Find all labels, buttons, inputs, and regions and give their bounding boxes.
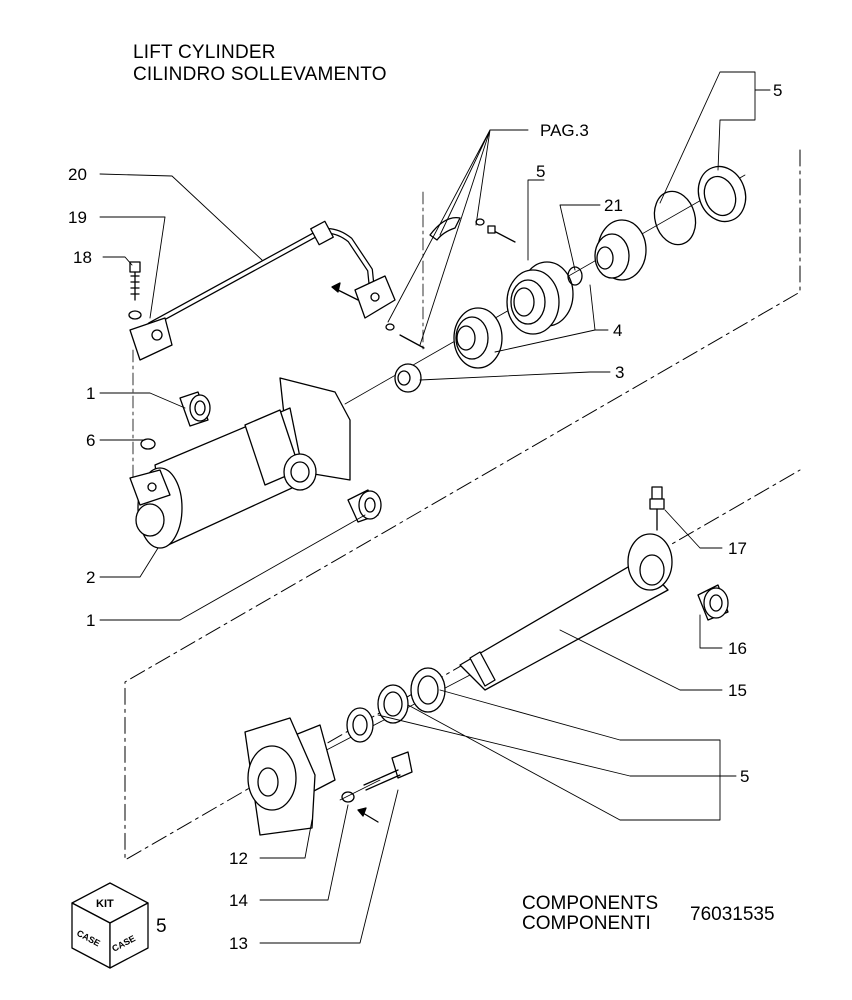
part-13-bolt bbox=[363, 751, 413, 791]
part-1-bushing-a bbox=[179, 391, 211, 427]
part-5-seals-lower bbox=[346, 667, 446, 743]
part-19-washer bbox=[128, 310, 142, 320]
callout-19: 19 bbox=[68, 208, 87, 227]
part-4-gland-b bbox=[594, 219, 647, 281]
part-code: 76031535 bbox=[690, 904, 775, 925]
part-3-nut bbox=[394, 363, 422, 393]
title-english: LIFT CYLINDER bbox=[133, 42, 276, 63]
part-16-bushing bbox=[697, 584, 729, 621]
part-20-pipe bbox=[147, 220, 396, 328]
callout-3: 3 bbox=[615, 363, 624, 382]
callout-pag3: PAG.3 bbox=[540, 121, 589, 140]
part-14-washer bbox=[341, 791, 355, 803]
part-4-gland-a bbox=[453, 307, 503, 369]
part-12-end-cap bbox=[244, 717, 336, 836]
callout-14: 14 bbox=[229, 891, 248, 910]
part-5-ring-upper-a bbox=[653, 190, 697, 246]
callout-6: 6 bbox=[86, 431, 95, 450]
callout-2: 2 bbox=[86, 568, 95, 587]
footer-label: COMPONENTS COMPONENTI bbox=[522, 894, 658, 934]
kit-number: 5 bbox=[156, 916, 167, 937]
callout-17: 17 bbox=[728, 539, 747, 558]
callout-5-top: 5 bbox=[773, 81, 782, 100]
part-1-bushing-b bbox=[347, 489, 382, 523]
part-6-washer bbox=[140, 438, 156, 450]
callout-1-lower: 1 bbox=[86, 611, 95, 630]
title-italian: CILINDRO SOLLEVAMENTO bbox=[133, 64, 387, 85]
part-18-bolt bbox=[129, 261, 141, 301]
callout-16: 16 bbox=[728, 639, 747, 658]
leader-lines bbox=[99, 71, 771, 944]
pipe-bracket-top bbox=[129, 317, 173, 361]
direction-arrow-bolt bbox=[357, 807, 379, 823]
callout-5-lower: 5 bbox=[740, 767, 749, 786]
part-15-piston-rod bbox=[459, 533, 673, 691]
callout-4: 4 bbox=[613, 321, 622, 340]
pipe-fittings-pag3 bbox=[385, 216, 516, 349]
callout-21: 21 bbox=[604, 196, 623, 215]
section-boundary-upper bbox=[124, 149, 801, 861]
callout-12: 12 bbox=[229, 849, 248, 868]
footer-italian: COMPONENTI bbox=[522, 913, 651, 934]
direction-arrow-pipe bbox=[331, 282, 359, 301]
axis-line-bolt bbox=[339, 779, 381, 801]
kit-badge-label: KIT bbox=[96, 898, 114, 910]
footer-english: COMPONENTS bbox=[522, 893, 659, 914]
callout-20: 20 bbox=[68, 165, 87, 184]
callout-13: 13 bbox=[229, 934, 248, 953]
part-21-oring bbox=[567, 266, 583, 286]
callout-18: 18 bbox=[73, 248, 92, 267]
callout-5-seal: 5 bbox=[536, 162, 545, 181]
part-17-grease-nipple bbox=[649, 486, 665, 531]
kit-box-icon bbox=[71, 882, 149, 969]
diagram-title: LIFT CYLINDER CILINDRO SOLLEVAMENTO bbox=[133, 42, 387, 86]
part-2-cylinder bbox=[129, 377, 351, 549]
callout-1-upper: 1 bbox=[86, 384, 95, 403]
part-5-ring-upper-b bbox=[697, 165, 747, 223]
callout-15: 15 bbox=[728, 681, 747, 700]
part-5-seal-pack bbox=[506, 261, 574, 335]
